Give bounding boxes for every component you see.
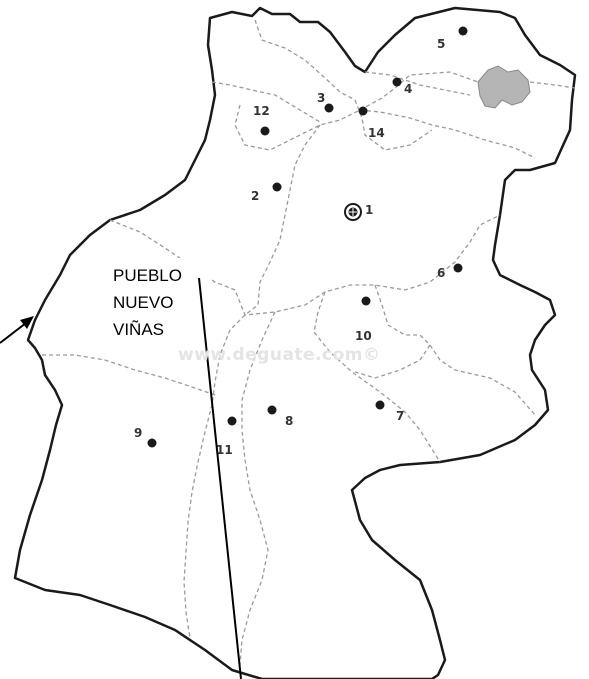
seat-point (361, 296, 371, 306)
municipality-number: 6 (437, 266, 445, 280)
seat-point (260, 126, 270, 136)
municipality-number: 1 (365, 203, 373, 217)
municipality-number: 8 (285, 414, 293, 428)
seat-point (267, 405, 277, 415)
municipality-number: 10 (355, 329, 372, 343)
seat-point (453, 263, 463, 273)
municipality-number: 2 (251, 189, 259, 203)
place-label-line-2: NUEVO (113, 293, 174, 312)
label-background (102, 258, 210, 348)
municipality-number: 11 (216, 443, 233, 457)
seat-point (227, 416, 237, 426)
lake-shape (477, 65, 531, 109)
place-label-line-1: PUEBLO (113, 266, 182, 285)
seat-point (272, 182, 282, 192)
watermark-text: www.deguate.com© (178, 345, 381, 365)
municipality-number: 4 (404, 82, 412, 96)
municipality-number: 14 (368, 126, 385, 140)
municipal-boundaries (42, 19, 576, 666)
seat-point (147, 438, 157, 448)
place-label-line-3: VIÑAS (113, 320, 165, 339)
seat-point (324, 103, 334, 113)
capital-icon (344, 203, 362, 221)
seat-point (375, 400, 385, 410)
seat-point (358, 106, 368, 116)
department-boundary (13, 6, 577, 679)
municipality-number: 5 (437, 37, 445, 51)
municipality-number: 12 (253, 104, 270, 118)
municipality-numbers: 1 2 3 4 5 6 7 8 9 10 11 12 14 (134, 37, 445, 457)
municipality-number: 9 (134, 426, 142, 440)
seat-point (458, 26, 468, 36)
municipality-number: 3 (317, 91, 325, 105)
pointer-arrow (0, 316, 34, 344)
municipality-number: 7 (396, 409, 404, 423)
seat-point (392, 77, 402, 87)
